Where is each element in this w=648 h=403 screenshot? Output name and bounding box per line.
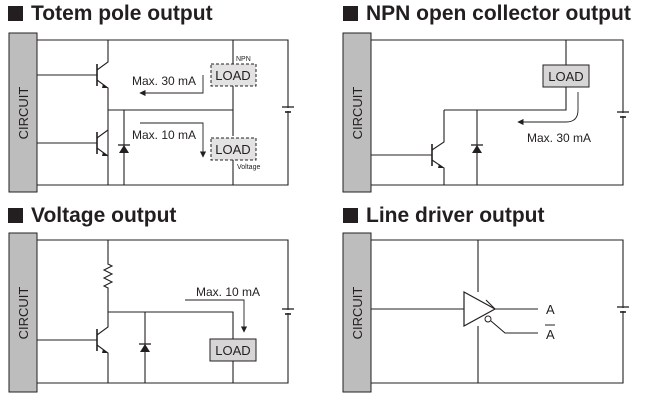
- output-a-bar-wire: [490, 320, 538, 334]
- output-wire: [444, 87, 567, 111]
- npn-open-collector-title: NPN open collector output: [343, 2, 631, 26]
- output-a-label: A: [546, 302, 555, 317]
- title-bullet-square: [343, 6, 358, 21]
- circuit-block-label: CIRCUIT: [350, 287, 365, 340]
- circuit-block: [8, 32, 38, 193]
- circuit-block-label: CIRCUIT: [16, 287, 31, 340]
- totem-pole-title: Totem pole output: [8, 2, 213, 26]
- load-top-tag: NPN: [236, 56, 251, 63]
- circuit-block: [8, 232, 38, 393]
- transistor-upper-collector: [96, 40, 109, 71]
- load-label: LOAD: [215, 343, 250, 358]
- load-label: LOAD: [548, 69, 583, 84]
- circuit-block: [342, 232, 372, 393]
- current-arrow: [517, 92, 579, 126]
- line-driver-title: Line driver output: [343, 204, 545, 228]
- transistor-emitter-arrow: [102, 84, 108, 88]
- transistor-lower-collector: [96, 129, 109, 139]
- output-a-wire: [485, 299, 538, 310]
- diode-symbol: [472, 145, 482, 153]
- transistor-emitter-arrow: [102, 152, 108, 156]
- current-label: Max. 10 mA: [196, 285, 260, 299]
- title-bullet-square: [8, 208, 23, 223]
- transistor-collector: [96, 312, 109, 336]
- load-bottom-label: LOAD: [215, 142, 250, 157]
- totem-pole-panel: CIRCUIT LOAD NPN LOAD: [8, 32, 294, 193]
- title-bullet-square: [343, 208, 358, 223]
- transistor-upper-emitter: [96, 79, 109, 185]
- line-driver-panel: CIRCUIT A A: [342, 232, 629, 393]
- output-a-bar-label: A: [546, 327, 555, 342]
- voltage-output-title: Voltage output: [8, 204, 176, 228]
- pull-up-resistor: [102, 240, 114, 312]
- npn-open-collector-title-text: NPN open collector output: [366, 2, 631, 25]
- transistor-emitter-arrow: [102, 349, 108, 353]
- diode-symbol: [140, 344, 150, 352]
- load-top-label: LOAD: [215, 68, 250, 83]
- supply-rail: [371, 239, 624, 384]
- title-bullet-square: [8, 6, 23, 21]
- transistor-collector: [431, 110, 445, 151]
- supply-rail: [371, 39, 624, 186]
- current-label-bottom: Max. 10 mA: [132, 128, 196, 142]
- current-arrow-top: [139, 75, 204, 97]
- transistor-emitter: [96, 344, 109, 383]
- load-top-box: [210, 63, 257, 87]
- current-arrow-bottom: [140, 122, 207, 158]
- load-bottom-box: [210, 137, 257, 161]
- current-label: Max. 30 mA: [527, 131, 591, 145]
- npn-open-collector-panel: CIRCUIT LOAD Max. 30 mA: [342, 32, 629, 193]
- circuit-block-label: CIRCUIT: [16, 87, 31, 140]
- current-label-top: Max. 30 mA: [132, 74, 196, 88]
- inverter-bubble: [484, 315, 492, 323]
- circuit-block: [342, 32, 372, 193]
- transistor-emitter: [431, 159, 445, 185]
- totem-pole-title-text: Totem pole output: [31, 2, 213, 25]
- transistor-emitter-arrow: [438, 164, 444, 168]
- current-arrow: [185, 299, 248, 333]
- circuit-block-label: CIRCUIT: [350, 87, 365, 140]
- voltage-output-panel: CIRCUIT LOAD Max. 10 mA: [8, 232, 294, 393]
- line-driver-title-text: Line driver output: [366, 204, 545, 227]
- load-bottom-tag: Voltage: [237, 164, 260, 171]
- diode-symbol: [119, 145, 129, 153]
- voltage-output-title-text: Voltage output: [31, 204, 177, 227]
- line-driver-buffer: [463, 290, 497, 328]
- output-wire: [108, 311, 234, 339]
